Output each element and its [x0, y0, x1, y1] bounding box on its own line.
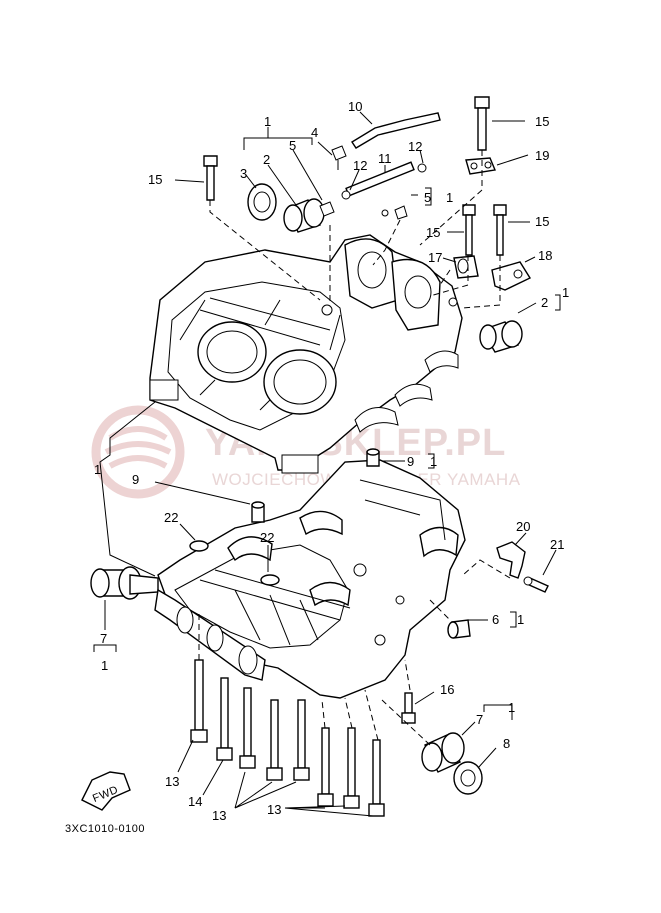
- callout-22-mid: 22: [260, 530, 274, 545]
- callout-1-bracket7-right: 1: [508, 700, 515, 715]
- callout-6: 6: [492, 612, 499, 627]
- callout-20: 20: [516, 519, 530, 534]
- callout-19: 19: [535, 148, 549, 163]
- callout-1-bracket7-left: 1: [101, 658, 108, 673]
- callout-15-right: 15: [535, 214, 549, 229]
- diagram-part-code: 3XC1010-0100: [65, 823, 145, 835]
- callout-1-bracket6: 1: [517, 612, 524, 627]
- callout-7-left: 7: [100, 631, 107, 646]
- callout-16: 16: [440, 682, 454, 697]
- callout-1-bracket9: 1: [430, 454, 437, 469]
- callout-13-mid: 13: [212, 808, 226, 823]
- callout-12-right: 12: [408, 139, 422, 154]
- callout-2: 2: [263, 152, 270, 167]
- callout-8: 8: [503, 736, 510, 751]
- callout-15-mid: 15: [426, 225, 440, 240]
- top-oil-seal: [247, 183, 325, 233]
- callout-11: 11: [378, 151, 392, 166]
- upper-right-bearing: [479, 320, 523, 353]
- callout-1-bracket2: 1: [562, 285, 569, 300]
- leader-lines: [93, 111, 561, 817]
- lever-bolt: [496, 541, 549, 593]
- callout-18: 18: [538, 248, 552, 263]
- callout-10: 10: [348, 99, 362, 114]
- callout-1-top: 1: [264, 114, 271, 129]
- watermark-logo-icon: [91, 405, 185, 499]
- callout-4: 4: [311, 125, 318, 140]
- callout-14: 14: [188, 794, 202, 809]
- callout-15-top: 15: [535, 114, 549, 129]
- callout-13-left: 13: [165, 774, 179, 789]
- dowels-orings: [189, 448, 471, 639]
- lower-crankcase: [157, 459, 466, 699]
- callout-7-right: 7: [476, 712, 483, 727]
- callout-9-right: 9: [407, 454, 414, 469]
- callout-21: 21: [550, 537, 564, 552]
- callout-5-right: 5: [424, 190, 431, 205]
- callout-1-bracket5: 1: [446, 190, 453, 205]
- bottom-bolts: [190, 659, 416, 817]
- callout-3: 3: [240, 166, 247, 181]
- callout-9-left: 9: [132, 472, 139, 487]
- upper-crankcase: [149, 234, 463, 474]
- callout-17: 17: [428, 250, 442, 265]
- right-bearing-seal: [421, 732, 483, 795]
- callout-13-right: 13: [267, 802, 281, 817]
- callout-22-left: 22: [164, 510, 178, 525]
- left-bearing-seal: [90, 566, 266, 681]
- callout-1-left: 1: [94, 462, 101, 477]
- callout-2-right: 2: [541, 295, 548, 310]
- callout-labels: 1 2 3 4 5 10 11 12 12 5 1 15 19 15 15 15…: [94, 99, 569, 823]
- forward-arrow-icon: FWD: [81, 771, 131, 811]
- callout-15-left: 15: [148, 172, 162, 187]
- callout-12-left: 12: [353, 158, 367, 173]
- breather-hose-pipe: [319, 112, 441, 220]
- callout-5-left: 5: [289, 138, 296, 153]
